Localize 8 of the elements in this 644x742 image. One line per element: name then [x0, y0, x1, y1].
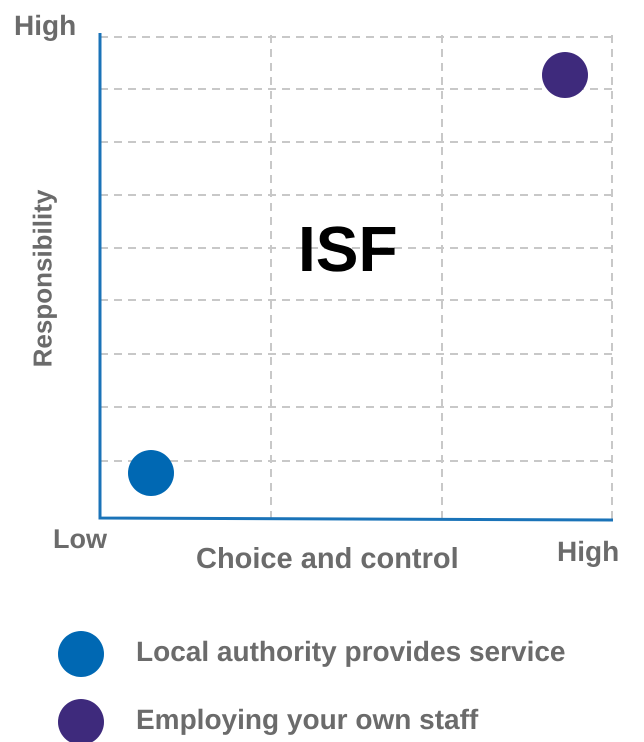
- axis-tick-label: Low: [53, 524, 107, 555]
- axis-tick-label: High: [557, 536, 620, 568]
- legend-label: Employing your own staff: [136, 704, 478, 736]
- axis-title: Responsibility: [27, 189, 58, 367]
- axis-title: Choice and control: [196, 543, 459, 576]
- axis-tick-label: High: [14, 10, 76, 42]
- legend-label: Local authority provides service: [136, 636, 566, 668]
- chart-label: ISF: [298, 212, 398, 286]
